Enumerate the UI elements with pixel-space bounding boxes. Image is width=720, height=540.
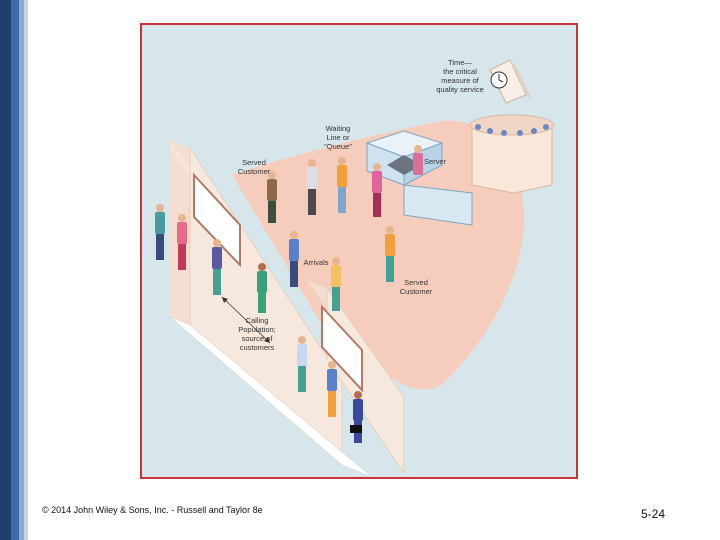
copyright-text: © 2014 John Wiley & Sons, Inc. - Russell… [42, 505, 263, 515]
slide-accent-bar [19, 0, 24, 540]
customer-figures [155, 145, 423, 443]
svg-text:"Queue": "Queue" [324, 142, 352, 151]
slide-accent-bar [11, 0, 19, 540]
svg-text:customers: customers [240, 343, 275, 352]
clock-tower-lights [475, 124, 549, 136]
svg-text:measure of: measure of [441, 76, 479, 85]
walkway [169, 316, 373, 477]
svg-text:Customer: Customer [238, 167, 271, 176]
label-queue: Waiting Line or "Queue" [324, 124, 352, 151]
wall-window [193, 172, 241, 268]
svg-text:Calling: Calling [246, 316, 269, 325]
svg-text:Waiting: Waiting [326, 124, 351, 133]
service-floor [232, 120, 524, 390]
label-arrivals: Arrivals [303, 258, 328, 267]
svg-text:Served: Served [404, 278, 428, 287]
svg-text:Served: Served [242, 158, 266, 167]
wall-window [321, 304, 363, 393]
slide-accent-bar [0, 0, 11, 540]
label-served-right: Served Customer [400, 278, 433, 296]
queue-illustration: Time— the critical measure of quality se… [140, 23, 578, 479]
queue-scene: Time— the critical measure of quality se… [155, 58, 555, 477]
label-served-left: Served Customer [238, 158, 271, 176]
svg-text:Line or: Line or [327, 133, 350, 142]
label-server: Server [424, 157, 447, 166]
svg-text:quality service: quality service [436, 85, 484, 94]
svg-text:source of: source of [242, 334, 274, 343]
svg-text:the critical: the critical [443, 67, 477, 76]
label-calling-population: Calling Population; source of customers [238, 316, 276, 352]
page-number: 5-24 [641, 507, 666, 521]
svg-text:Time—: Time— [448, 58, 472, 67]
counter-extension [403, 184, 473, 226]
slide-accent-bar [24, 0, 28, 540]
clock-panel-side [510, 60, 532, 100]
label-time: Time— the critical measure of quality se… [436, 58, 484, 94]
arrival-arrow [221, 296, 271, 344]
svg-text:Population;: Population; [238, 325, 276, 334]
svg-text:Customer: Customer [400, 287, 433, 296]
clock-tower-top [469, 114, 555, 136]
cash-register [387, 155, 422, 175]
